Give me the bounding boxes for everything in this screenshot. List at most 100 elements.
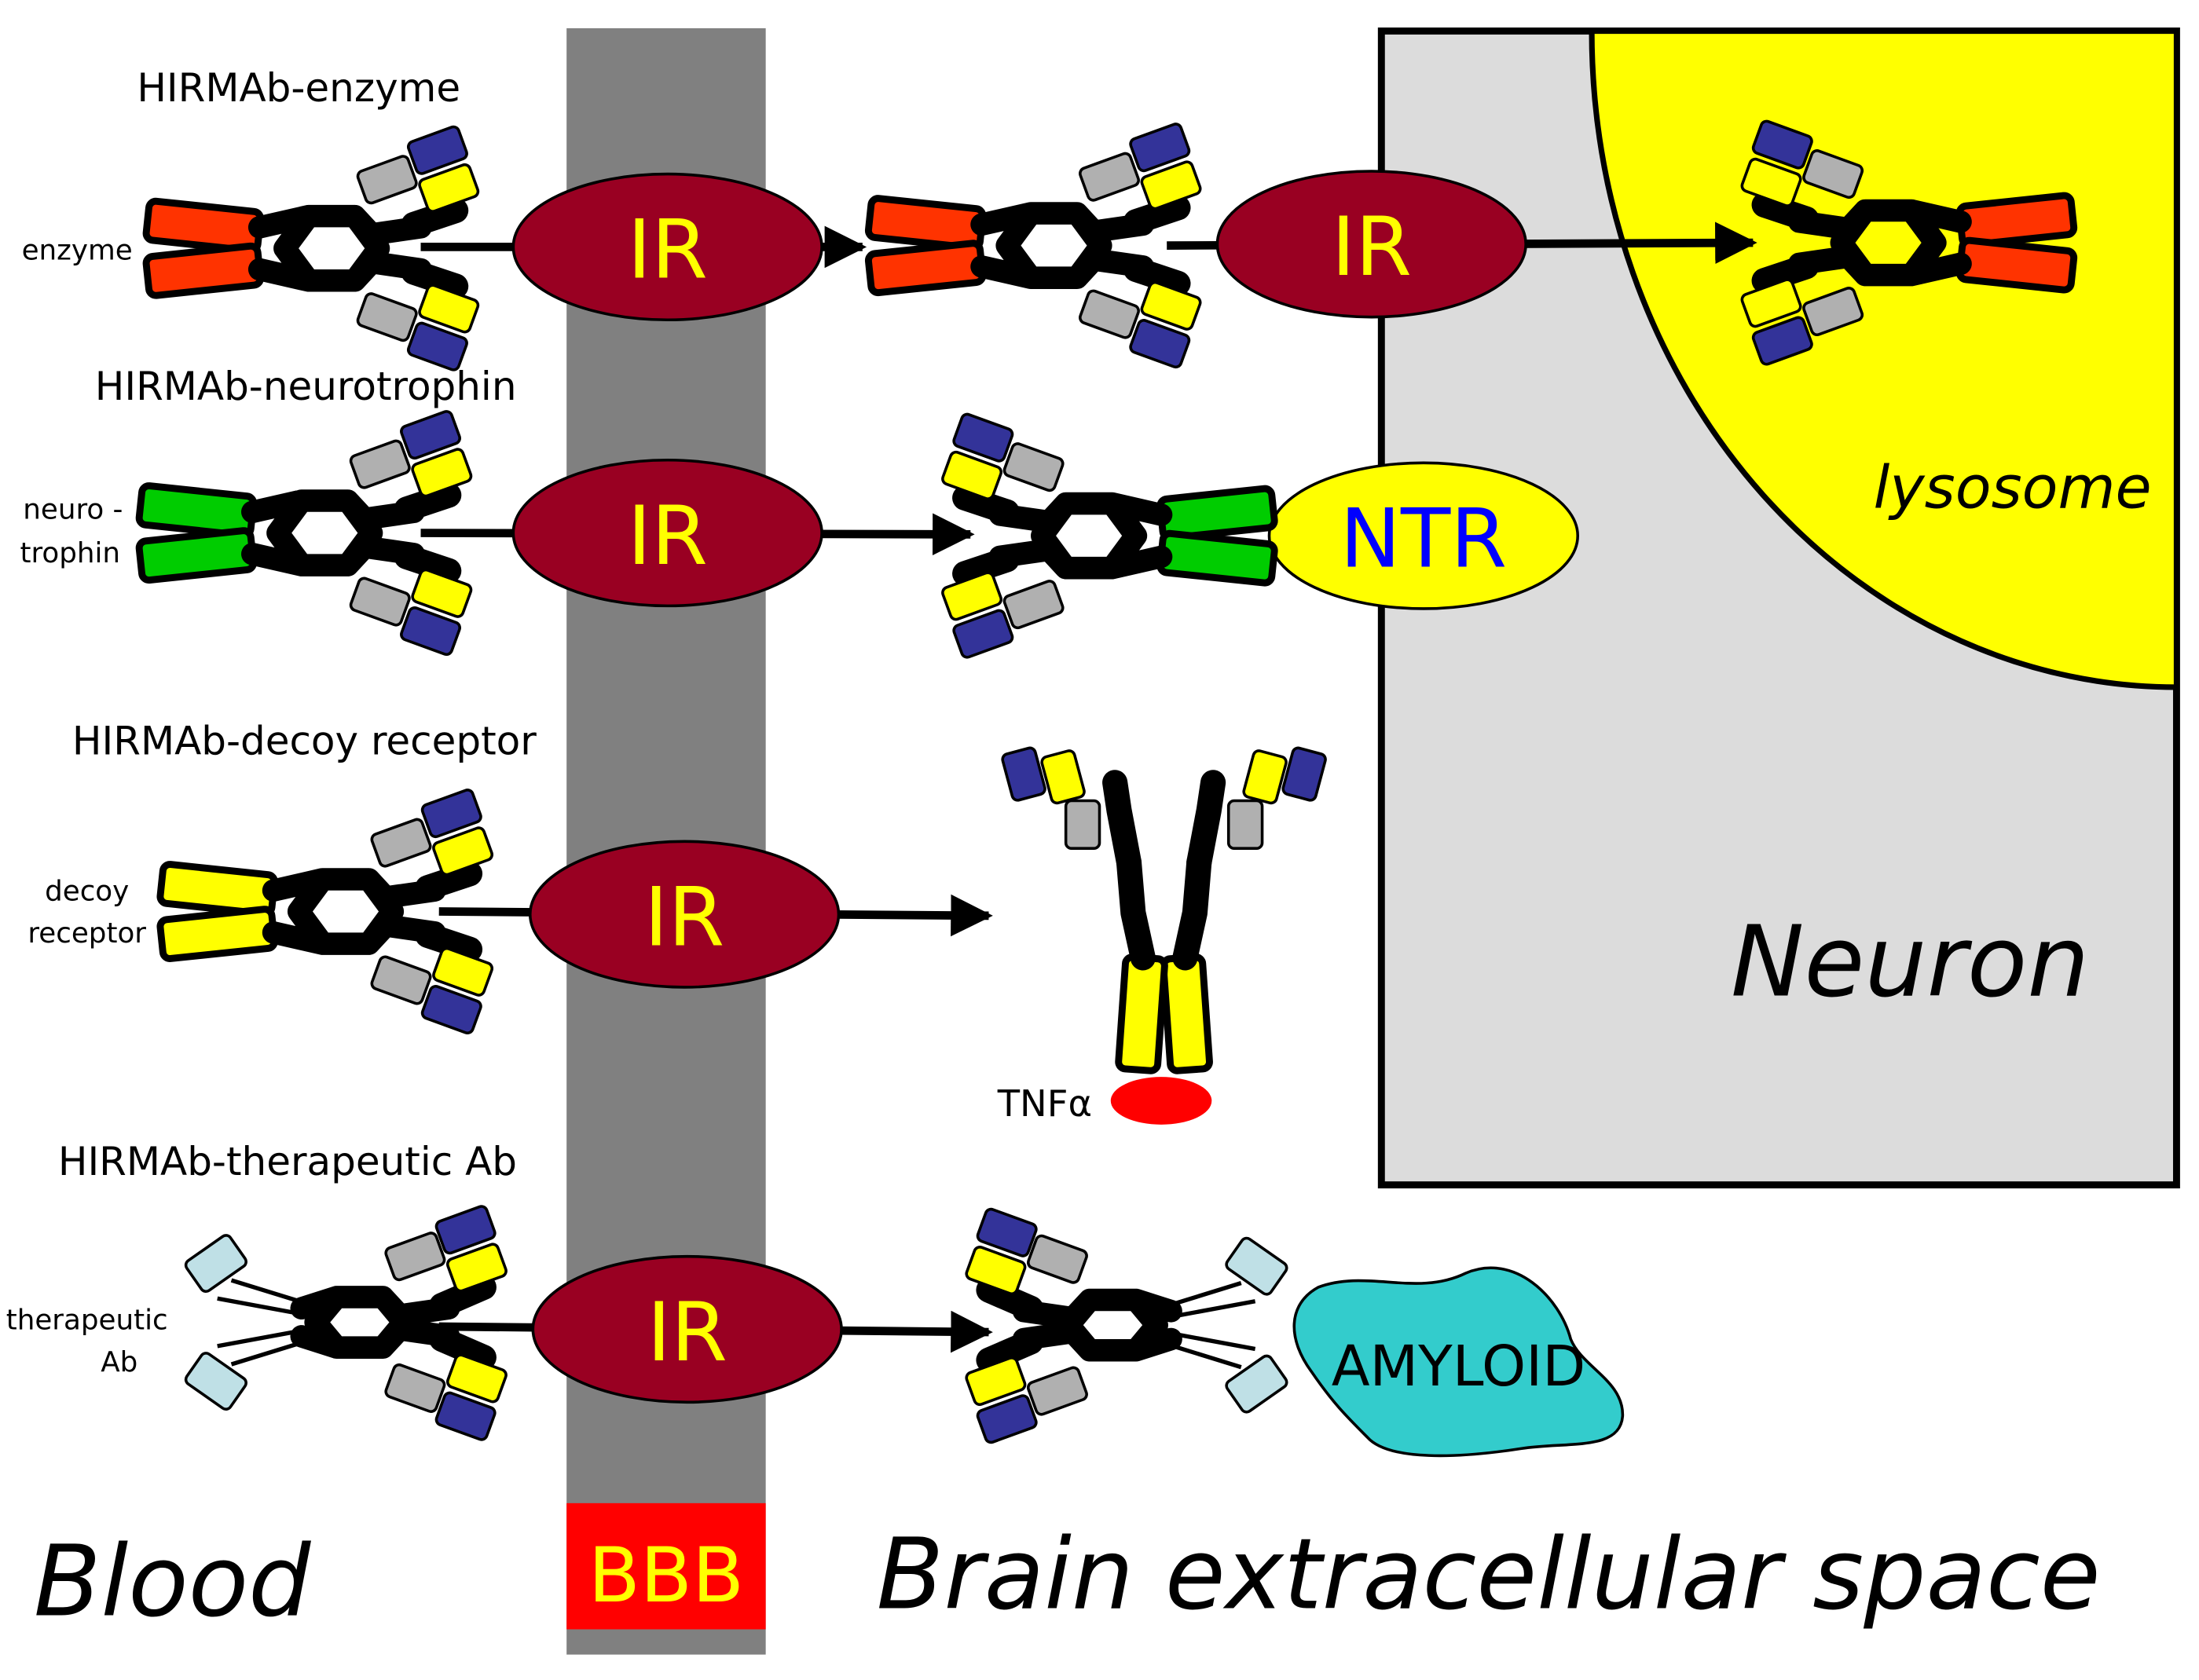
light-chain-navy <box>400 606 461 657</box>
light-chain-navy <box>976 1207 1038 1257</box>
light-chain-gray <box>1079 152 1140 202</box>
light-chain-gray <box>356 292 418 342</box>
light-chain-yellow <box>965 1246 1027 1296</box>
heavy-chain <box>1123 195 1191 296</box>
heavy-chain <box>1787 199 1972 287</box>
tnf-alpha <box>1110 1077 1212 1125</box>
row-title-enzyme: HIRMAb-enzyme <box>137 65 460 111</box>
ir-receptor: IR <box>511 458 823 608</box>
light-chain-yellow <box>418 284 480 334</box>
heavy-chain <box>1012 1288 1182 1362</box>
heavy-chain <box>988 492 1173 580</box>
light-chain-gray <box>1002 442 1065 492</box>
fusion-domain <box>184 1234 247 1294</box>
ir-ellipse <box>511 458 823 608</box>
light-chain-yellow <box>941 571 1003 621</box>
light-chain-yellow <box>1040 749 1086 805</box>
light-chain-navy <box>434 1391 497 1441</box>
ir-label: IR <box>627 489 707 584</box>
light-chain-gray <box>1026 1366 1088 1416</box>
antibody-neurotrophin-brain <box>941 412 1278 659</box>
heavy-chain <box>1102 770 1226 876</box>
light-chain-gray <box>1802 287 1864 337</box>
ir-label: IR <box>627 203 707 298</box>
side-label-therapeutic-1: therapeutic <box>6 1304 168 1336</box>
light-chain-navy <box>1281 746 1327 802</box>
heavy-chain <box>970 202 1155 289</box>
fusion-domain <box>1955 236 2078 294</box>
fusion-domain <box>135 527 258 584</box>
light-chain-gray <box>349 439 411 489</box>
light-chain-gray <box>370 955 432 1005</box>
lysosome <box>1589 27 2180 690</box>
light-chain-navy <box>400 410 461 460</box>
ir-label: IR <box>1332 200 1412 295</box>
antibody-neurotrophin <box>135 410 473 657</box>
light-chain-yellow <box>1740 157 1802 207</box>
fusion-domain <box>864 240 987 297</box>
light-chain-yellow <box>1140 280 1202 331</box>
fusion-domain <box>142 242 265 299</box>
heavy-chain <box>429 1274 497 1371</box>
amyloid-plaque: AMYLOID <box>1292 1266 1625 1458</box>
antibody-therapeutic-brain <box>965 1207 1288 1444</box>
light-chain-navy <box>952 609 1014 659</box>
light-chain-gray <box>370 818 432 868</box>
antibody-therapeutic <box>184 1205 508 1441</box>
bbb-label-box <box>566 1502 766 1630</box>
antibody-enzyme <box>142 125 480 372</box>
side-label-neurotrophin-1: neuro - <box>23 494 123 526</box>
light-chain-navy <box>1129 123 1191 173</box>
ir-ellipse <box>1215 170 1527 319</box>
light-chain-yellow <box>445 1353 508 1404</box>
ir-ellipse <box>511 172 823 322</box>
fusion-domain <box>1225 1236 1288 1296</box>
light-chain-yellow <box>432 826 494 877</box>
side-label-decoy-1: decoy <box>45 875 129 907</box>
fusion-domain <box>1115 953 1168 1074</box>
light-chain-yellow <box>411 568 473 618</box>
antibody-decoy-tnf <box>1001 746 1327 1074</box>
linker <box>1163 1281 1256 1370</box>
ir-label: IR <box>647 1286 727 1380</box>
neuron-label: Neuron <box>1731 906 2090 1019</box>
light-chain-gray <box>1079 289 1140 339</box>
light-chain-gray <box>1226 799 1264 850</box>
ntr-label: NTR <box>1340 492 1508 586</box>
light-chain-navy <box>406 321 468 372</box>
side-label-decoy-2: receptor <box>27 917 146 950</box>
light-chain-yellow <box>1140 160 1202 210</box>
row-title-neurotrophin: HIRMAb-neurotrophin <box>95 364 517 409</box>
heavy-chain <box>262 868 446 955</box>
light-chain-navy <box>1129 319 1191 369</box>
heavy-chain <box>241 489 425 576</box>
amyloid-blob <box>1292 1266 1625 1458</box>
side-label-therapeutic-2: Ab <box>101 1346 137 1378</box>
heavy-chain <box>401 197 469 299</box>
heavy-chain <box>415 861 483 962</box>
brain-space-label: Brain extracellular space <box>877 1518 2101 1632</box>
light-chain-yellow <box>965 1356 1027 1407</box>
light-chain-navy <box>420 984 482 1034</box>
heavy-chain <box>1116 849 1212 971</box>
amyloid-label: AMYLOID <box>1332 1334 1586 1399</box>
antibody-decoy <box>156 789 494 1034</box>
ntr-receptor: NTR <box>1267 461 1579 610</box>
ir-ellipse <box>531 1254 843 1404</box>
light-chain-navy <box>1751 316 1813 366</box>
fusion-domain <box>1156 529 1278 587</box>
side-label-enzyme: enzyme <box>22 234 133 266</box>
linker <box>217 1278 310 1367</box>
fusion-domain <box>184 1352 247 1411</box>
bbb-label: BBB <box>588 1532 744 1620</box>
fusion-domain <box>1160 953 1213 1074</box>
light-chain-gray <box>384 1363 446 1413</box>
light-chain-navy <box>1001 746 1046 802</box>
ir-receptor: IR <box>511 172 823 322</box>
fusion-domain <box>1225 1354 1288 1414</box>
heavy-chain <box>394 482 462 584</box>
antibody-enzyme-lysosome <box>1740 119 2078 366</box>
row-title-decoy: HIRMAb-decoy receptor <box>72 719 537 764</box>
light-chain-navy <box>434 1205 497 1255</box>
